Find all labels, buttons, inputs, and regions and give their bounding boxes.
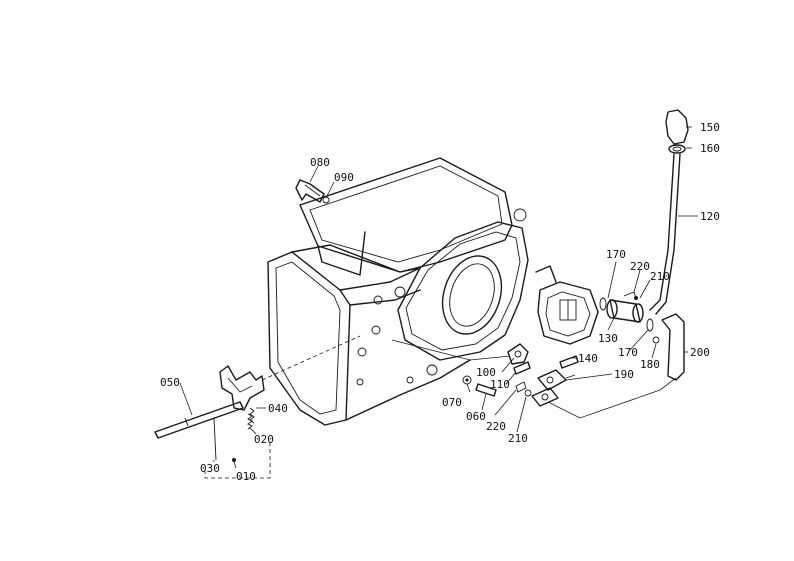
pin-030 (213, 417, 217, 461)
label-080: 080 (310, 156, 330, 169)
bracket-200 (661, 313, 685, 381)
label-160: 160 (700, 142, 720, 155)
label-220-lower: 220 (486, 420, 506, 433)
label-180: 180 (640, 358, 660, 371)
label-040: 040 (268, 402, 288, 415)
pin-080 (295, 179, 325, 203)
lever-190 (531, 369, 567, 407)
clip-090 (322, 196, 330, 204)
label-050: 050 (160, 376, 180, 389)
label-150: 150 (700, 121, 720, 134)
label-110: 110 (490, 378, 510, 391)
label-200: 200 (690, 346, 710, 359)
label-100: 100 (476, 366, 496, 379)
bolt-140 (559, 355, 579, 369)
label-190: 190 (614, 368, 634, 381)
nut-160 (668, 144, 686, 154)
pin-220-lower (515, 381, 527, 393)
label-120: 120 (700, 210, 720, 223)
transmission-housing (267, 157, 529, 426)
spring-020 (247, 413, 253, 430)
shift-rod-050 (154, 401, 244, 439)
link-rod-200 (547, 377, 677, 419)
ball-010 (232, 458, 236, 462)
label-020: 020 (254, 433, 274, 446)
label-210-upper: 210 (650, 270, 670, 283)
label-220-upper: 220 (630, 260, 650, 273)
label-070: 070 (442, 396, 462, 409)
part-labels: 010 020 030 040 050 060 070 080 090 100 … (160, 121, 720, 483)
label-170-upper: 170 (606, 248, 626, 261)
label-060: 060 (466, 410, 486, 423)
label-010: 010 (236, 470, 256, 483)
lever-100 (507, 343, 529, 365)
bolt-060 (475, 383, 497, 397)
label-140: 140 (578, 352, 598, 365)
group-bracket (204, 440, 271, 479)
bracket-assembly (535, 265, 599, 345)
label-090: 090 (334, 171, 354, 184)
label-170-lower: 170 (618, 346, 638, 359)
washer-210-lower (524, 389, 532, 397)
alignment-line-fork (261, 335, 361, 381)
label-030: 030 (200, 462, 220, 475)
knob-150 (665, 109, 689, 145)
shift-fork-assembly (219, 365, 265, 411)
label-210-lower: 210 (508, 432, 528, 445)
bolt-110 (513, 361, 531, 375)
lever-rod-120 (649, 153, 681, 315)
leader-lines (179, 126, 698, 469)
washer-070 (462, 375, 472, 385)
label-130: 130 (598, 332, 618, 345)
linkage-rod (391, 339, 511, 361)
